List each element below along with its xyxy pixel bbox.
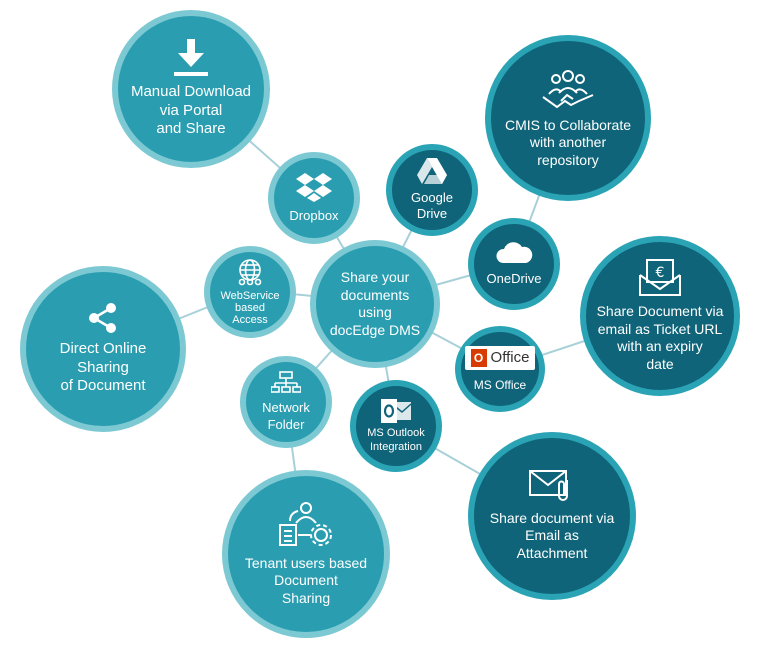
node-webservice: WebService based Access — [204, 246, 296, 338]
envelope-clip-icon — [529, 469, 568, 501]
network-icon — [271, 371, 301, 394]
label-ms-office: MS Office — [473, 377, 527, 392]
dropbox-icon — [296, 172, 332, 202]
label-webservice: WebService based Access — [220, 289, 280, 327]
share-icon — [89, 302, 116, 333]
label-ticket-url: Share Document via email as Ticket URL w… — [596, 303, 724, 372]
center-label: Share your documents using docEdge DMS — [329, 269, 421, 338]
node-google-drive: Google Drive — [386, 144, 478, 236]
google-drive-icon — [417, 157, 447, 184]
tenant-users-icon — [279, 501, 332, 546]
label-google-drive: Google Drive — [411, 189, 453, 221]
euro-envelope-icon: € — [639, 259, 681, 296]
node-ms-outlook: MS Outlook Integration — [350, 380, 442, 472]
node-network-folder: Network Folder — [240, 356, 332, 448]
node-cmis: CMIS to Collaborate with another reposit… — [485, 35, 651, 201]
download-icon — [174, 38, 208, 76]
node-ticket-url: € Share Document via email as Ticket URL… — [580, 236, 740, 396]
office-logo-text: Office — [490, 349, 530, 366]
cloud-icon — [496, 242, 533, 263]
label-tenant-sharing: Tenant users based Document Sharing — [244, 554, 368, 606]
node-center: Share your documents using docEdge DMS — [310, 240, 440, 368]
node-email-attachment: Share document via Email as Attachment — [468, 432, 636, 600]
label-onedrive: OneDrive — [486, 270, 542, 286]
label-dropbox: Dropbox — [289, 207, 339, 223]
node-onedrive: OneDrive — [468, 218, 560, 310]
node-dropbox: Dropbox — [268, 152, 360, 244]
label-email-attachment: Share document via Email as Attachment — [489, 509, 615, 561]
label-cmis: CMIS to Collaborate with another reposit… — [504, 116, 632, 168]
label-ms-outlook: MS Outlook Integration — [367, 426, 425, 453]
label-manual-download: Manual Download via Portal and Share — [130, 82, 252, 138]
globe-users-icon — [238, 259, 262, 286]
outlook-icon — [381, 398, 412, 423]
label-direct-sharing: Direct Online Sharing of Document — [59, 339, 147, 395]
node-direct-sharing: Direct Online Sharing of Document — [20, 266, 186, 432]
handshake-icon — [542, 69, 594, 108]
label-network-folder: Network Folder — [262, 400, 310, 432]
svg-text:€: € — [656, 265, 665, 281]
node-tenant-sharing: Tenant users based Document Sharing — [222, 470, 390, 638]
office-icon: O Office — [464, 345, 536, 370]
node-manual-download: Manual Download via Portal and Share — [112, 10, 270, 168]
node-ms-office: O Office MS Office — [455, 326, 545, 412]
